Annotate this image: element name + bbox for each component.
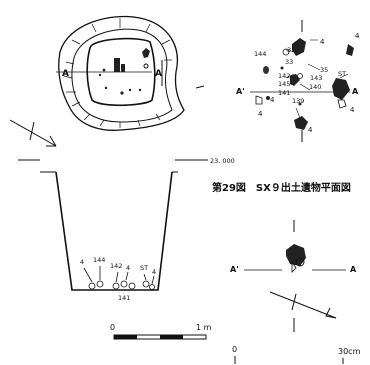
- find-label: 4: [258, 110, 263, 118]
- pit-artifacts: [98, 48, 150, 95]
- find-label: 141: [278, 89, 290, 97]
- artifact-mark: [102, 68, 106, 72]
- find-leaders: [285, 39, 349, 119]
- find-label: 35: [320, 66, 328, 74]
- artifact-mark: [114, 58, 120, 72]
- north-arrow: [9, 119, 57, 147]
- pit-profile: [55, 171, 173, 291]
- artifact-mark: [104, 86, 108, 90]
- find-label: 4: [320, 38, 325, 46]
- section-mark-right: A: [352, 87, 359, 96]
- find-label: 140: [309, 83, 321, 91]
- section-finds: [83, 266, 155, 290]
- find-sketch: [295, 257, 305, 267]
- artifact-mark: [98, 73, 102, 77]
- find-label: 4: [308, 126, 313, 134]
- find-label: ST: [140, 264, 148, 272]
- outer-contour: [58, 15, 185, 131]
- find-label: 33: [285, 58, 293, 66]
- section-mark-right: A: [350, 265, 357, 274]
- find-sketch: [291, 260, 297, 273]
- find-label: 144: [254, 50, 266, 58]
- north-arrow: [269, 291, 337, 319]
- artifact-mark: [120, 91, 124, 95]
- elevation-label: 23. 000: [210, 157, 235, 165]
- find-detail-plan: A' A: [230, 220, 357, 332]
- find-label: 142: [110, 262, 122, 270]
- find-label: ST: [338, 70, 346, 78]
- find-label: 4: [270, 96, 275, 104]
- scale-bar-30cm: 0 30cm: [232, 345, 361, 364]
- artifact-mark: [138, 88, 142, 92]
- find-label: 4: [152, 268, 156, 276]
- scale-start-label: 0: [110, 323, 115, 332]
- find-label: 142: [278, 72, 290, 80]
- find-label: 4: [355, 32, 360, 40]
- find-label: 4: [80, 258, 84, 266]
- artifact-mark: [143, 63, 149, 69]
- artifact-mark: [128, 88, 132, 92]
- find-label: 139: [292, 97, 304, 105]
- middle-contour: [71, 28, 173, 123]
- section-mark-right: A: [155, 69, 162, 79]
- artifact-mark: [121, 64, 125, 72]
- find-label: 144: [93, 256, 105, 264]
- scale-bar-1m: 0 1 m: [110, 323, 212, 340]
- section-profile: 23. 000 4 144 142 4 ST 4 141: [18, 157, 235, 302]
- pit-outline: [86, 37, 156, 107]
- find-label: 31: [287, 46, 295, 54]
- find-label: 4: [350, 106, 355, 114]
- scale-start-label: 0: [232, 345, 237, 354]
- find-sketches: [255, 38, 354, 130]
- section-mark-left: A': [236, 87, 245, 96]
- find-label: 143: [310, 74, 322, 82]
- scale-end-label: 30cm: [338, 347, 361, 356]
- artifact-mark: [142, 48, 150, 58]
- scale-end-label: 1 m: [196, 323, 212, 332]
- find-distribution-plan: A' A 144 31 33: [236, 20, 360, 142]
- find-sketch: [286, 244, 306, 266]
- feature-plan: A A: [9, 15, 205, 147]
- find-label: 145: [278, 80, 290, 88]
- slope-hatching: [63, 18, 172, 128]
- find-label: 4: [126, 264, 130, 272]
- figure-caption: 第29図 SX９出土遺物平面図: [212, 181, 351, 194]
- section-mark-left: A: [62, 69, 69, 79]
- edge-tick: [195, 85, 205, 89]
- section-mark-left: A': [230, 265, 239, 274]
- find-label: 141: [118, 294, 130, 302]
